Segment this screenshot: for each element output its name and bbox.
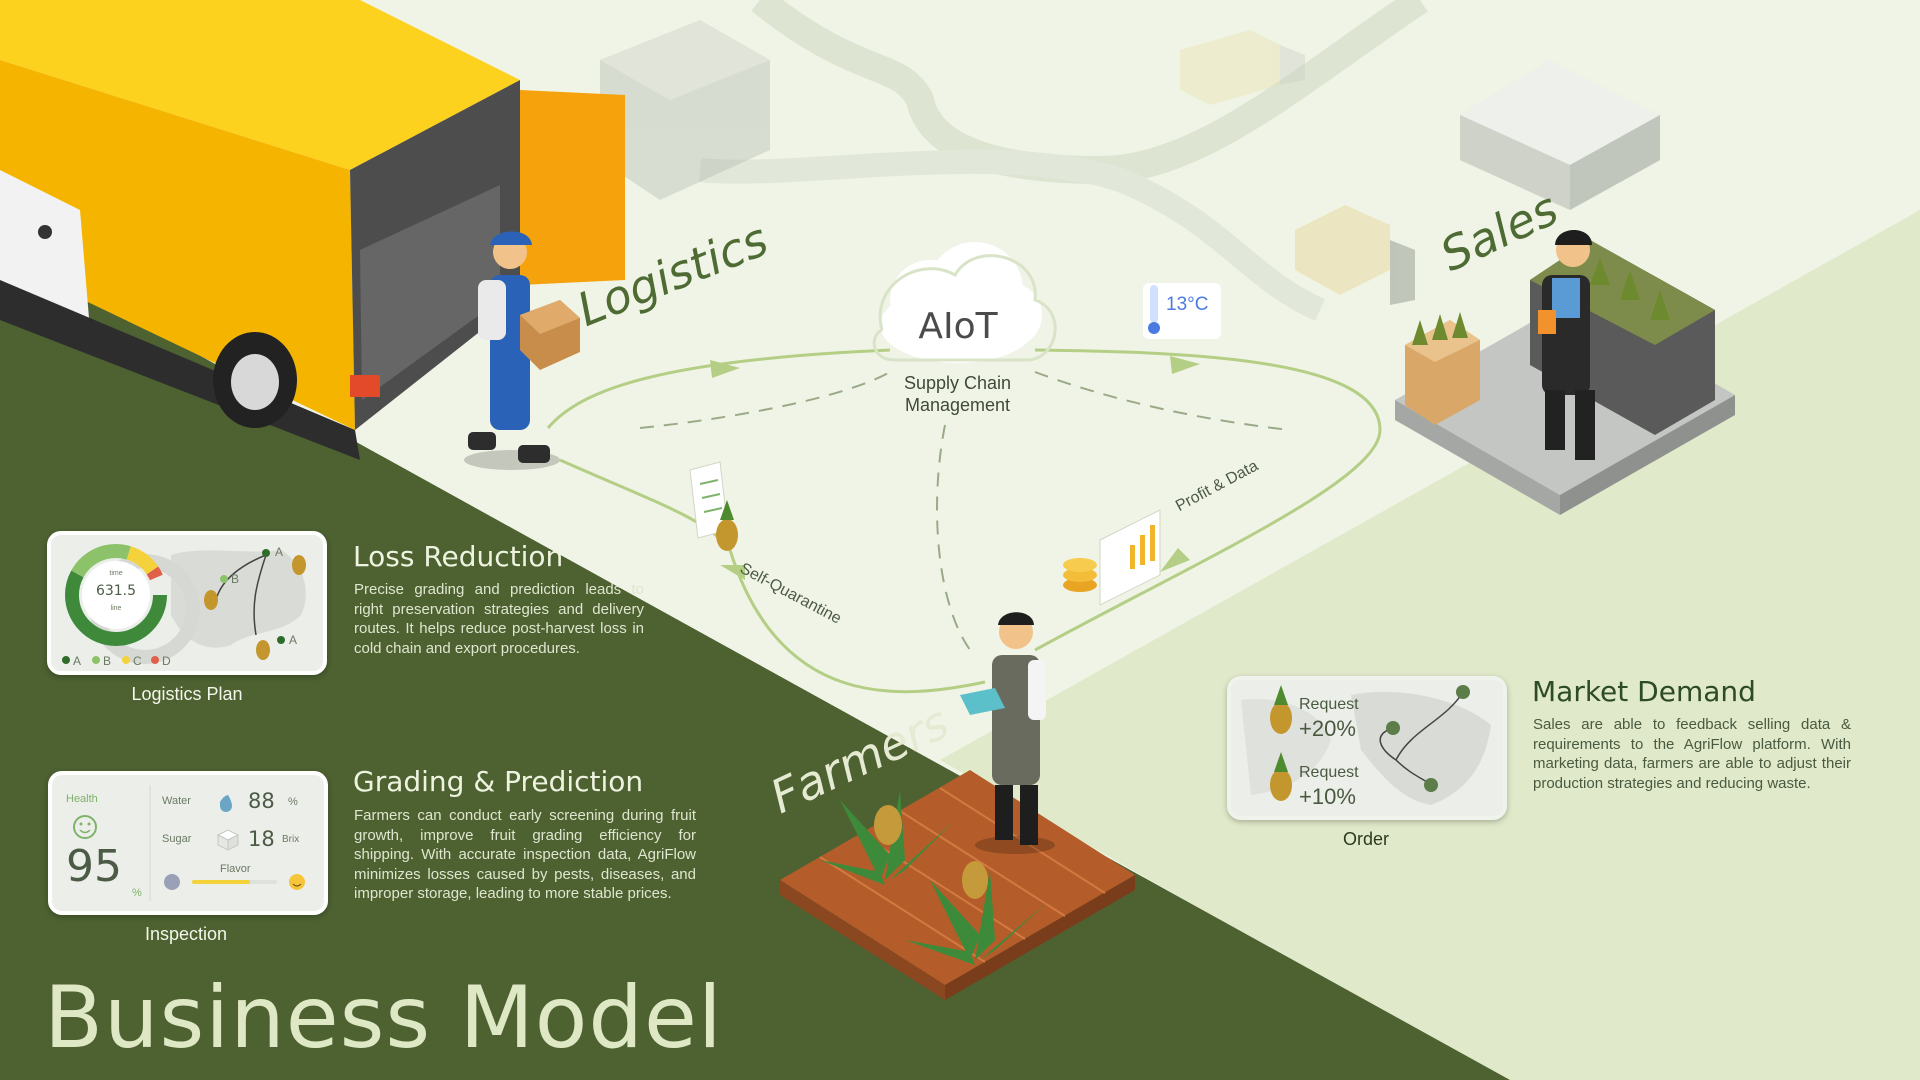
farmer-figure [960, 612, 1055, 854]
quarantine-checklist-icon [689, 461, 738, 551]
grading-body: Farmers can conduct early screening duri… [354, 807, 696, 902]
inspection-card[interactable]: Health 95 % Water 88 % Sugar 18 Brix Fla… [48, 771, 328, 915]
legend-d: D [162, 654, 171, 668]
aiot-subtitle: Supply Chain Management [870, 372, 1045, 416]
faint-truck-icon [1180, 30, 1305, 105]
aiot-subtitle-line1: Supply Chain [903, 373, 1012, 393]
sugar-unit: Brix [282, 834, 300, 845]
legend-c: C [133, 654, 142, 668]
supply-cycle-loop [546, 348, 1382, 694]
request-1-label: Request [1299, 696, 1359, 713]
gauge-value: 631.5 [95, 583, 137, 599]
water-unit: % [288, 796, 298, 808]
map-label-a2: A [289, 633, 298, 647]
legend-a: A [73, 654, 82, 668]
dashed-connector-lines [639, 371, 1291, 651]
health-unit: % [132, 887, 142, 899]
water-label: Water [162, 795, 191, 807]
request-1-value: +20% [1299, 716, 1356, 741]
loss-reduction-body: Precise grading and prediction leads to … [354, 581, 644, 657]
logistics-plan-card[interactable]: time 631.5 line A B A A B C D [47, 531, 327, 675]
market-demand-title: Market Demand [1532, 675, 1756, 708]
delivery-truck-icon [0, 0, 625, 460]
aiot-label: AIoT [918, 306, 998, 347]
water-value: 88 [248, 789, 275, 813]
map-label-a1: A [275, 545, 284, 559]
order-card[interactable]: Request +20% Request +10% [1227, 676, 1507, 820]
map-label-b: B [231, 572, 240, 586]
pineapple-plants-icon [820, 790, 1050, 965]
gauge-bottom-label: line [110, 605, 122, 612]
warehouse-faint-icon [600, 20, 770, 200]
profit-chart-icon [1063, 509, 1161, 606]
sugar-label: Sugar [162, 833, 192, 845]
legend-b: B [103, 654, 112, 668]
request-2-label: Request [1299, 764, 1359, 781]
flavor-label: Flavor [220, 863, 251, 875]
aiot-subtitle-line2: Management [904, 395, 1011, 415]
logistics-worker-figure [464, 231, 580, 470]
market-demand-body: Sales are able to feedback selling data … [1533, 716, 1851, 792]
sales-person-figure [1538, 230, 1595, 460]
page-title: Business Model [44, 968, 723, 1068]
request-2-value: +10% [1299, 784, 1356, 809]
health-label: Health [66, 793, 98, 805]
order-map-graphic [1241, 685, 1491, 805]
sugar-value: 18 [248, 827, 275, 851]
health-value: 95 [66, 841, 122, 892]
aiot-cloud-icon [872, 242, 1057, 363]
gauge-top-label: time [109, 570, 123, 577]
logistics-plan-graphic [62, 544, 306, 664]
cycle-arrowheads [710, 356, 1200, 580]
order-caption: Order [1342, 829, 1389, 849]
loss-reduction-title: Loss Reduction [353, 540, 564, 573]
grading-title: Grading & Prediction [353, 765, 644, 798]
inspection-caption: Inspection [144, 924, 228, 944]
inspection-graphic [73, 785, 305, 901]
logistics-plan-caption: Logistics Plan [131, 684, 243, 704]
store-building-icon [1460, 60, 1660, 210]
temperature-sensor-icon [1143, 283, 1221, 339]
temperature-readout: 13°C [1166, 294, 1209, 315]
faint-truck-2-icon [1295, 205, 1415, 305]
